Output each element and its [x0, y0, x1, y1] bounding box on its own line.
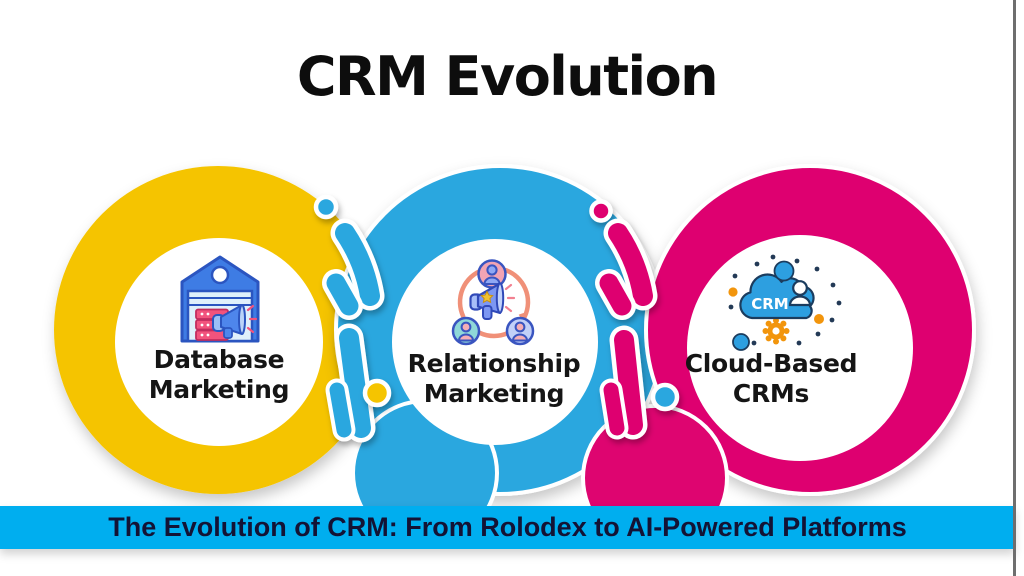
- caption-banner: The Evolution of CRM: From Rolodex to AI…: [0, 506, 1015, 549]
- stage-label-line: Marketing: [423, 379, 565, 408]
- stage-label-relationship-marketing: Relationship Marketing: [384, 349, 604, 409]
- junction-2-blue-dot: [650, 382, 680, 412]
- page-right-border: [1013, 0, 1016, 576]
- stage-label-line: CRMs: [732, 379, 810, 408]
- megaphone-people-network-icon: [451, 259, 535, 346]
- stage-label-line: Marketing: [148, 375, 290, 404]
- stage-label-line: Cloud-Based: [684, 349, 858, 378]
- accent-blue-dot-bottom: [732, 333, 750, 351]
- junction-1-yellow-dot: [362, 378, 392, 408]
- accent-blue-dot-top: [773, 260, 795, 282]
- warehouse-megaphone-icon: [180, 255, 260, 343]
- white-circle-3: [687, 235, 913, 461]
- page-title: CRM Evolution: [296, 45, 719, 108]
- avatar-bottom-left: [451, 316, 481, 346]
- junction-1-blue-dashes: [313, 194, 385, 443]
- stage-label-cloud-based-crms: Cloud-Based CRMs: [661, 349, 881, 409]
- accent-orange-dot-left: [728, 287, 738, 297]
- accent-orange-dot-right: [814, 314, 824, 324]
- avatar-bottom-right: [505, 316, 535, 346]
- stage-label-line: Relationship: [407, 349, 581, 378]
- scatter-dots: [728, 254, 842, 346]
- stage-label-line: Database: [153, 345, 285, 374]
- stage-label-database-marketing: Database Marketing: [109, 345, 329, 405]
- center-megaphone: [469, 282, 516, 320]
- megaphone: [212, 304, 258, 339]
- cloud-crm-label: CRM: [751, 295, 789, 313]
- gear-icon: [762, 317, 790, 345]
- white-circle-2: [392, 239, 598, 445]
- avatar-top: [477, 259, 507, 289]
- star: [480, 290, 494, 304]
- cloud-crm-gear-icon: CRM: [728, 254, 842, 351]
- person: [788, 280, 812, 307]
- junction-2-magenta-dashes: [589, 199, 658, 440]
